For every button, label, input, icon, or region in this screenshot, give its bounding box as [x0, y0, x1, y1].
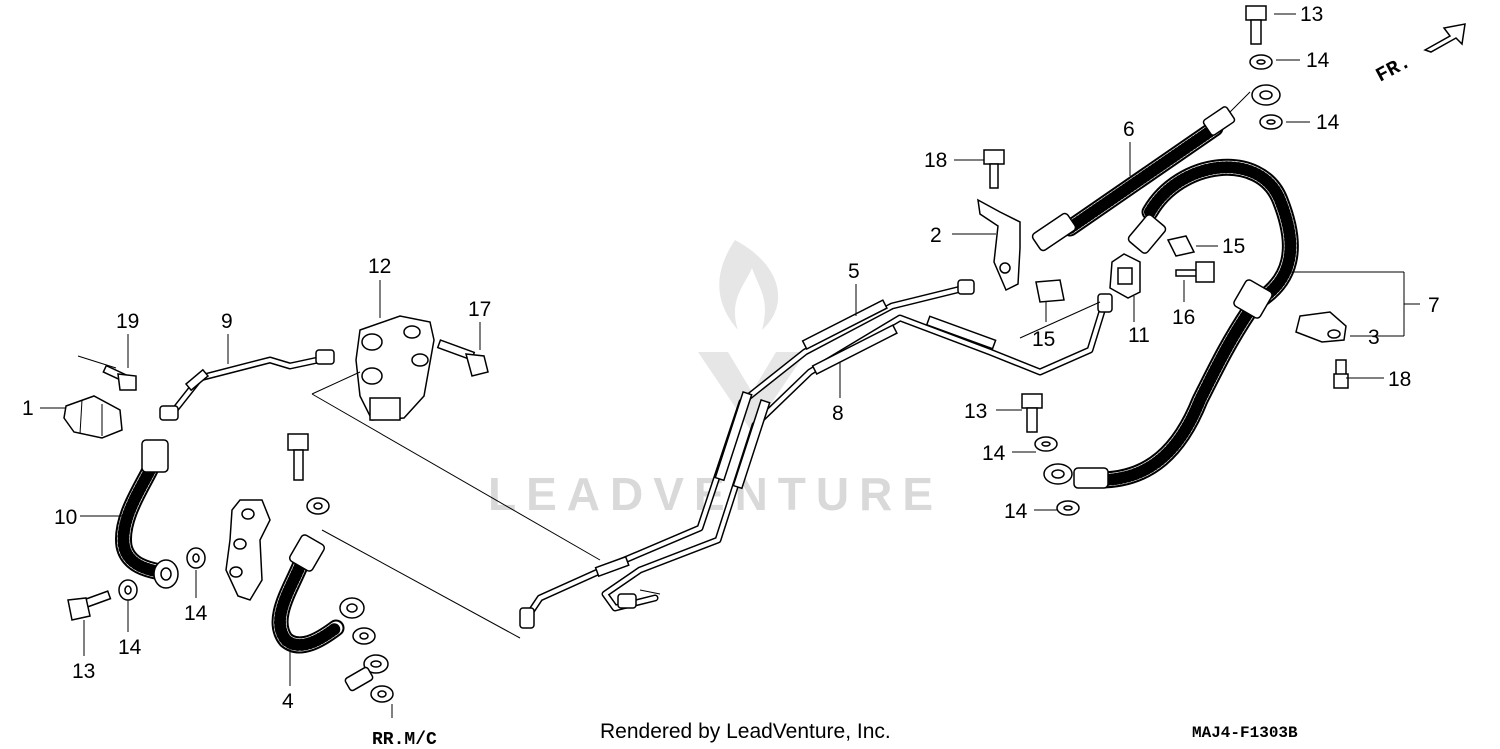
callout-14-top: 14	[1306, 49, 1330, 72]
clamp-1	[63, 395, 123, 439]
washer-14-left-a	[118, 579, 138, 601]
callout-2: 2	[930, 224, 942, 247]
clip-15-lower	[1035, 279, 1065, 303]
callout-19: 19	[116, 310, 139, 333]
callout-14-right-b: 14	[1004, 500, 1028, 523]
direction-label: FR.	[1372, 51, 1415, 88]
callout-14-mid: 14	[1316, 111, 1340, 134]
callout-7: 7	[1428, 294, 1440, 317]
bracket-2	[977, 198, 1021, 292]
brake-hose-4	[271, 534, 365, 654]
callout-16: 16	[1172, 306, 1195, 329]
callout-14-left-b: 14	[184, 602, 208, 625]
pipe-sleeves	[594, 299, 997, 578]
callout-labels: 13 14 14 6 18 2 15 5 7 3 18 16 11 15 8 1…	[22, 3, 1440, 713]
leader-lines	[40, 13, 1420, 718]
washer-rr-b	[370, 685, 394, 703]
callout-13-right: 13	[964, 400, 987, 423]
bolt-13-left	[67, 590, 112, 621]
clamp-3	[1295, 311, 1347, 343]
brake-pipe-8	[601, 293, 1113, 612]
washer-14-right-a	[1034, 436, 1058, 452]
callout-9: 9	[221, 310, 233, 333]
bolt-18-upper	[983, 149, 1005, 189]
callout-15-lower: 15	[1032, 328, 1055, 351]
callout-6: 6	[1123, 118, 1135, 141]
callout-3: 3	[1368, 326, 1380, 349]
callout-8: 8	[832, 402, 844, 425]
washer-14-top	[1249, 54, 1273, 70]
proportioning-valve-12	[355, 315, 435, 421]
washer-rr-a	[352, 627, 376, 645]
rendered-by-text: Rendered by LeadVenture, Inc.	[600, 720, 891, 743]
washer-14-mid	[1259, 114, 1283, 130]
brake-hose-7	[1043, 158, 1299, 489]
washer-14-right-b	[1056, 500, 1080, 516]
brake-pipe-9	[159, 349, 335, 421]
clip-15-upper	[1166, 235, 1196, 257]
callout-12: 12	[368, 255, 391, 278]
callout-10: 10	[54, 506, 77, 529]
bolt-18-lower	[1333, 359, 1349, 389]
bolt-center	[287, 433, 330, 515]
callout-4: 4	[282, 690, 294, 713]
callout-1: 1	[22, 397, 34, 420]
callout-17: 17	[468, 298, 491, 321]
callout-13-left: 13	[72, 660, 95, 683]
bolt-19	[102, 364, 137, 391]
diagram-code: MAJ4-F1303B	[1192, 724, 1298, 742]
bolt-17	[436, 339, 489, 377]
bolt-13-top	[1245, 5, 1267, 45]
callout-15-upper: 15	[1222, 235, 1245, 258]
banjo-rr	[344, 654, 389, 692]
reference-lines	[77, 301, 1101, 639]
callout-13-top: 13	[1300, 3, 1323, 26]
callout-5: 5	[848, 260, 860, 283]
brake-hose-6	[1031, 84, 1281, 252]
callout-18-lower: 18	[1388, 368, 1411, 391]
callout-14-left-a: 14	[118, 636, 142, 659]
rear-master-cylinder-label: RR.M/C	[372, 730, 437, 749]
callout-18-upper: 18	[924, 149, 947, 172]
bracket-11	[1109, 253, 1141, 299]
caliper-bracket	[225, 499, 271, 601]
bolt-16	[1175, 261, 1215, 283]
callout-11: 11	[1128, 324, 1150, 347]
brake-hose-10	[115, 439, 179, 589]
bolt-13-right	[1021, 393, 1043, 433]
washer-14-left-b	[186, 547, 206, 569]
front-direction-arrow: FR.	[1372, 23, 1466, 88]
callout-14-right-a: 14	[982, 442, 1006, 465]
